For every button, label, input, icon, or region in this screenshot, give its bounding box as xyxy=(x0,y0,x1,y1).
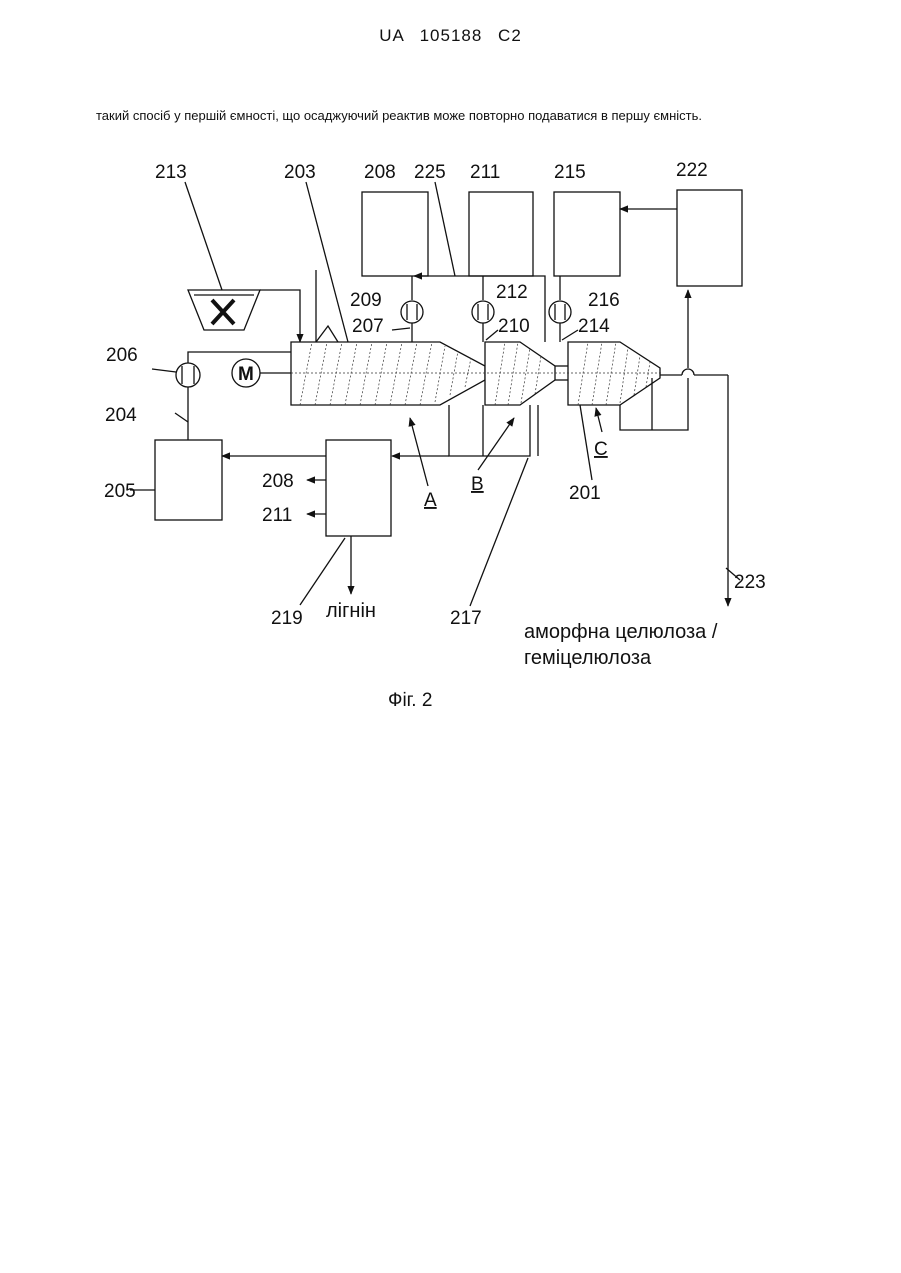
label-215: 215 xyxy=(554,162,586,183)
label-206: 206 xyxy=(106,345,138,366)
pump-212-icon xyxy=(472,301,494,323)
hopper xyxy=(188,290,260,330)
label-207: 207 xyxy=(352,316,384,337)
process-diagram: M xyxy=(0,0,901,740)
label-219: 219 xyxy=(271,608,303,629)
mixer-x-icon xyxy=(212,300,234,324)
label-208: 208 xyxy=(364,162,396,183)
motor-label: M xyxy=(238,364,254,385)
label-211-out: 211 xyxy=(262,505,292,526)
label-213: 213 xyxy=(155,162,187,183)
extruder-201 xyxy=(291,342,662,405)
product-label-line2: геміцелюлоза xyxy=(524,647,652,669)
label-209: 209 xyxy=(350,290,382,311)
tank-205 xyxy=(155,440,222,520)
label-203: 203 xyxy=(284,162,316,183)
figure-caption: Фіг. 2 xyxy=(388,690,432,711)
label-223: 223 xyxy=(734,572,766,593)
lignin-label: лігнін xyxy=(326,600,376,622)
label-225: 225 xyxy=(414,162,446,183)
label-216: 216 xyxy=(588,290,620,311)
label-C: C xyxy=(594,439,608,460)
label-208-out: 208 xyxy=(262,471,294,492)
label-205: 205 xyxy=(104,481,136,502)
label-B: B xyxy=(471,474,484,495)
leader-213 xyxy=(185,182,222,290)
pump-209-icon xyxy=(401,301,423,323)
label-210: 210 xyxy=(498,316,530,337)
label-201: 201 xyxy=(569,483,601,504)
label-222: 222 xyxy=(676,160,708,181)
tank-211 xyxy=(469,192,533,276)
pump-206-icon xyxy=(176,363,200,387)
tank-208 xyxy=(362,192,428,276)
label-211: 211 xyxy=(470,162,500,183)
tank-222 xyxy=(677,190,742,286)
label-217: 217 xyxy=(450,608,482,629)
label-A: A xyxy=(424,490,437,511)
separator-219 xyxy=(326,440,391,536)
tank-215 xyxy=(554,192,620,276)
product-label-line1: аморфна целюлоза / xyxy=(524,621,718,643)
label-214: 214 xyxy=(578,316,610,337)
label-212: 212 xyxy=(496,282,528,303)
pump-216-icon xyxy=(549,301,571,323)
label-204: 204 xyxy=(105,405,137,426)
